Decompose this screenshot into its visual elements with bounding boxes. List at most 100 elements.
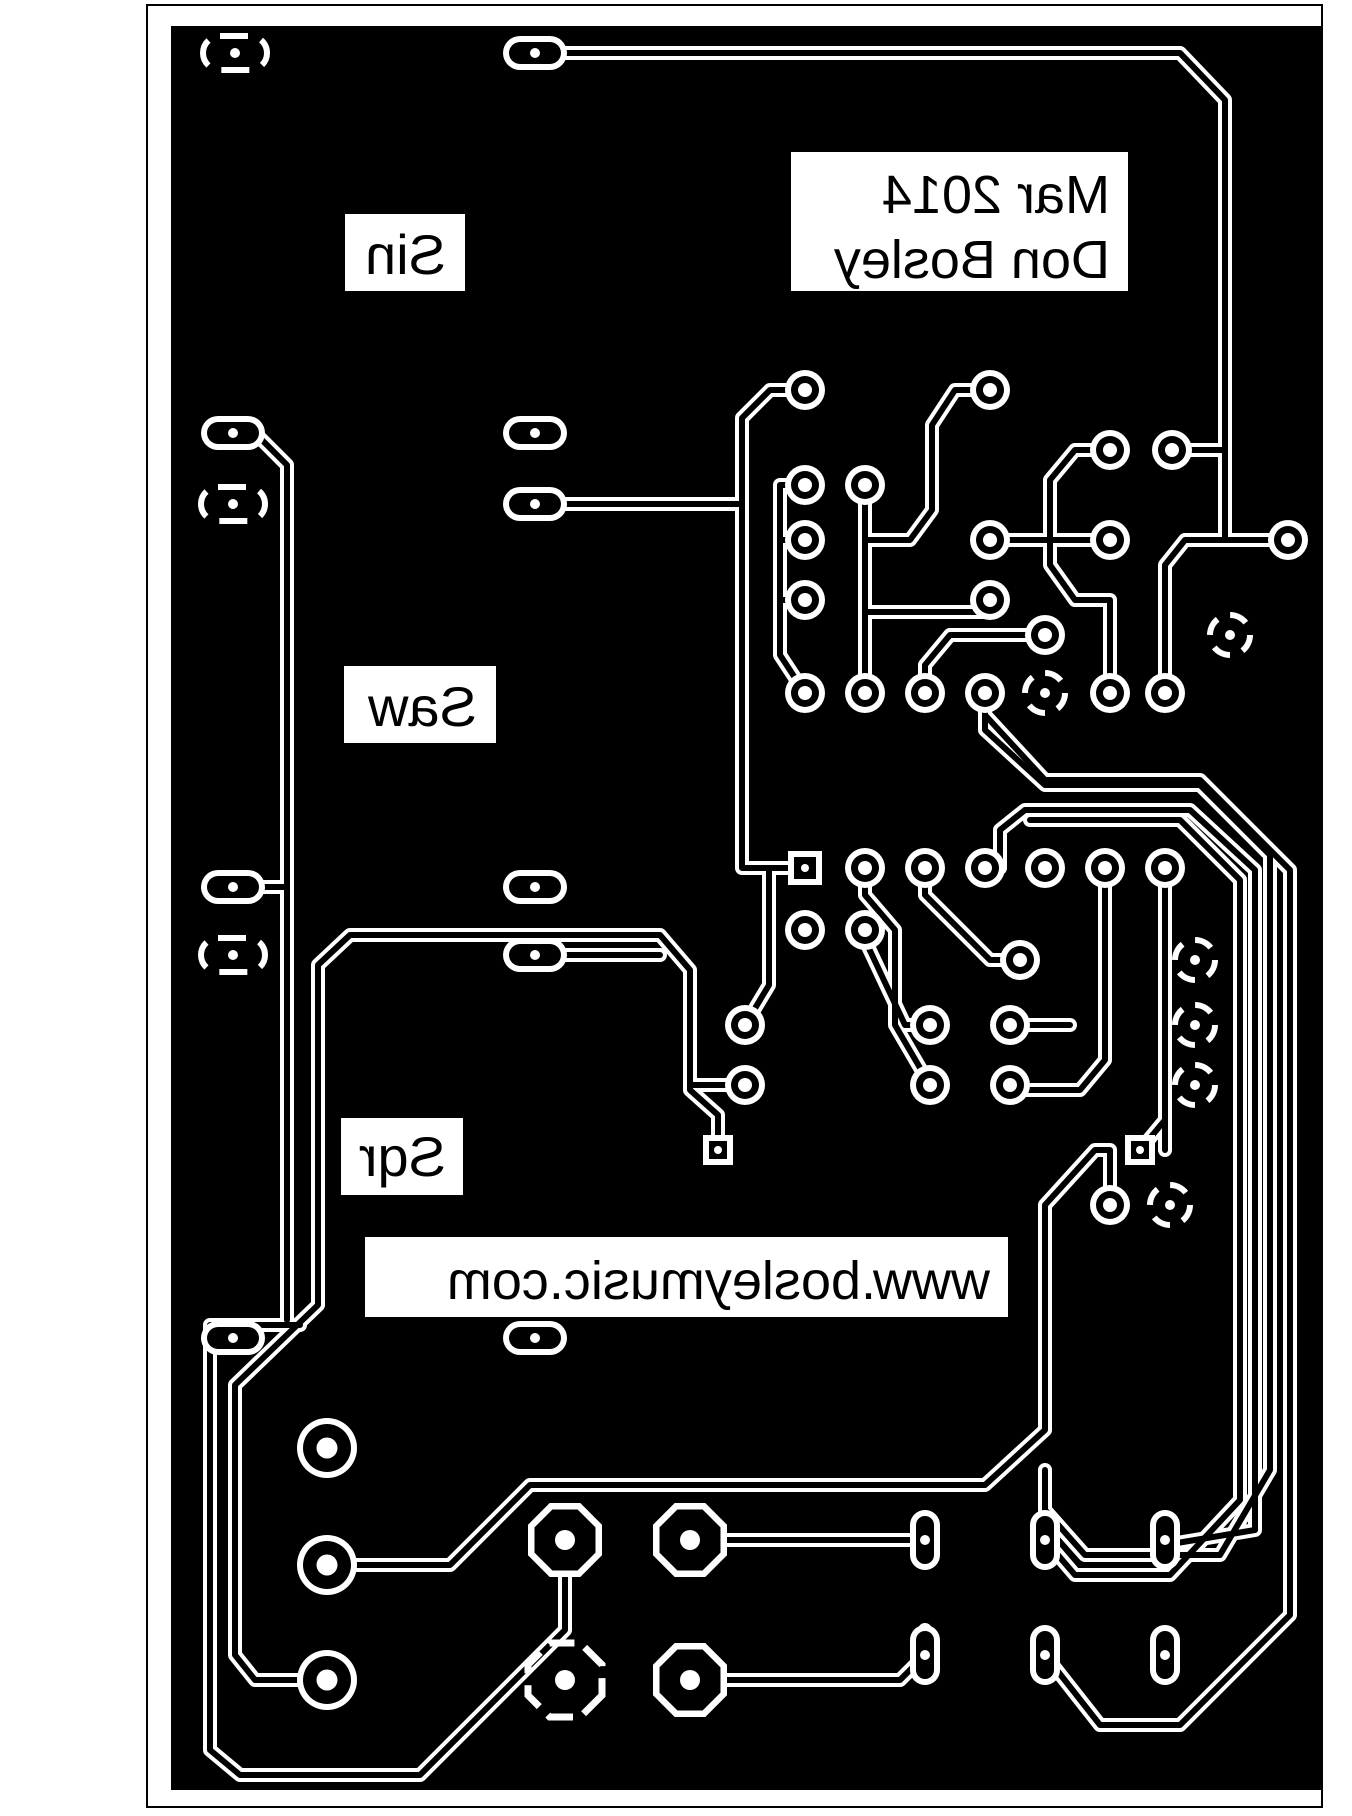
- pad-hole: [1225, 630, 1235, 640]
- pad-hole: [316, 1669, 338, 1691]
- date-label: Mar 2014: [882, 165, 1110, 225]
- pads-layer: [198, 33, 1308, 1721]
- pad-hole: [798, 923, 812, 937]
- pad-hole: [1103, 1198, 1117, 1212]
- pad-hole: [555, 1530, 575, 1550]
- pad-hole: [798, 478, 812, 492]
- pad-hole: [230, 48, 240, 58]
- traces-inner: [207, 50, 1293, 1778]
- pad-hole: [1103, 443, 1117, 457]
- label-date-author: Mar 2014 Don Bosley: [791, 152, 1128, 291]
- label-saw: Saw: [344, 666, 496, 743]
- pad-hole: [1040, 688, 1050, 698]
- author-label: Don Bosley: [834, 230, 1110, 290]
- pad-hole: [920, 1650, 930, 1660]
- oblong-pad: [198, 935, 268, 975]
- oblong-pad: [200, 33, 270, 73]
- pad-hole: [228, 1333, 238, 1343]
- label-sqr: Sqr: [341, 1118, 463, 1195]
- pad-hole: [555, 1670, 575, 1690]
- oblong-pad: [198, 484, 268, 524]
- sqr-label: Sqr: [359, 1125, 446, 1188]
- pad-hole: [978, 686, 992, 700]
- trace: [232, 932, 721, 1683]
- ground-pad: [1147, 1182, 1193, 1228]
- trace: [532, 50, 1228, 543]
- pad-hole: [530, 48, 540, 58]
- saw-label: Saw: [368, 675, 477, 738]
- copper-pour: [171, 26, 1321, 1790]
- pad-hole: [923, 1078, 937, 1092]
- pad-hole: [1281, 533, 1295, 547]
- trace: [997, 807, 1258, 1548]
- pad-hole: [228, 950, 238, 960]
- pad-hole: [530, 499, 540, 509]
- pad-hole: [923, 1018, 937, 1032]
- ground-pad: [1172, 937, 1218, 983]
- sin-label: Sin: [365, 223, 446, 286]
- pad-hole: [983, 383, 997, 397]
- trace: [982, 690, 1273, 1558]
- ground-pad: [1172, 1062, 1218, 1108]
- trace: [1047, 447, 1113, 698]
- pad-hole: [978, 861, 992, 875]
- trace: [982, 712, 1293, 1728]
- pad-hole: [1040, 1650, 1050, 1660]
- pad-hole: [316, 1437, 338, 1459]
- trace: [1007, 865, 1108, 1093]
- pad-hole: [738, 1078, 752, 1092]
- pad-hole: [1003, 1078, 1017, 1092]
- pad-hole: [858, 686, 872, 700]
- pad-hole: [858, 478, 872, 492]
- pad-hole: [1013, 953, 1027, 967]
- pad-hole: [1098, 861, 1112, 875]
- label-background: [345, 214, 465, 291]
- pad-hole: [1165, 443, 1179, 457]
- pad-hole: [1103, 686, 1117, 700]
- label-background: [344, 666, 496, 743]
- trace: [1162, 537, 1228, 698]
- pad-hole: [1003, 1018, 1017, 1032]
- pad-hole: [798, 593, 812, 607]
- pad-hole: [983, 593, 997, 607]
- pad-hole: [1165, 1200, 1175, 1210]
- pad-hole: [1190, 1020, 1200, 1030]
- pad-hole: [1038, 628, 1052, 642]
- pad-hole: [228, 428, 238, 438]
- pad-hole: [680, 1670, 700, 1690]
- pad-hole: [228, 882, 238, 892]
- pad-hole: [801, 864, 809, 872]
- pad-hole: [858, 923, 872, 937]
- pad-hole: [1190, 955, 1200, 965]
- trace: [862, 387, 993, 543]
- pad-hole: [530, 950, 540, 960]
- pad-hole: [1158, 686, 1172, 700]
- pad-hole: [680, 1530, 700, 1550]
- pad-hole: [316, 1554, 338, 1576]
- pad-hole: [228, 499, 238, 509]
- label-background: [341, 1118, 463, 1195]
- pad-hole: [920, 1535, 930, 1545]
- pad-hole: [918, 861, 932, 875]
- pad-hole: [918, 686, 932, 700]
- pad-hole: [798, 533, 812, 547]
- label-background: [365, 1237, 1008, 1317]
- website-label: www.bosleymusic.com: [447, 1251, 991, 1311]
- pad-hole: [858, 861, 872, 875]
- label-sin: Sin: [345, 214, 465, 291]
- pad-hole: [1040, 1535, 1050, 1545]
- ground-pad: [1022, 670, 1068, 716]
- pad-hole: [1158, 861, 1172, 875]
- pad-hole: [738, 1018, 752, 1032]
- pad-hole: [1038, 861, 1052, 875]
- trace: [739, 387, 808, 871]
- pad-hole: [798, 686, 812, 700]
- octagon-pad: [524, 1639, 606, 1721]
- pad-hole: [1160, 1535, 1170, 1545]
- pad-hole: [1160, 1650, 1170, 1660]
- pad-hole: [530, 428, 540, 438]
- ground-pad: [1207, 612, 1253, 658]
- pad-hole: [530, 1333, 540, 1343]
